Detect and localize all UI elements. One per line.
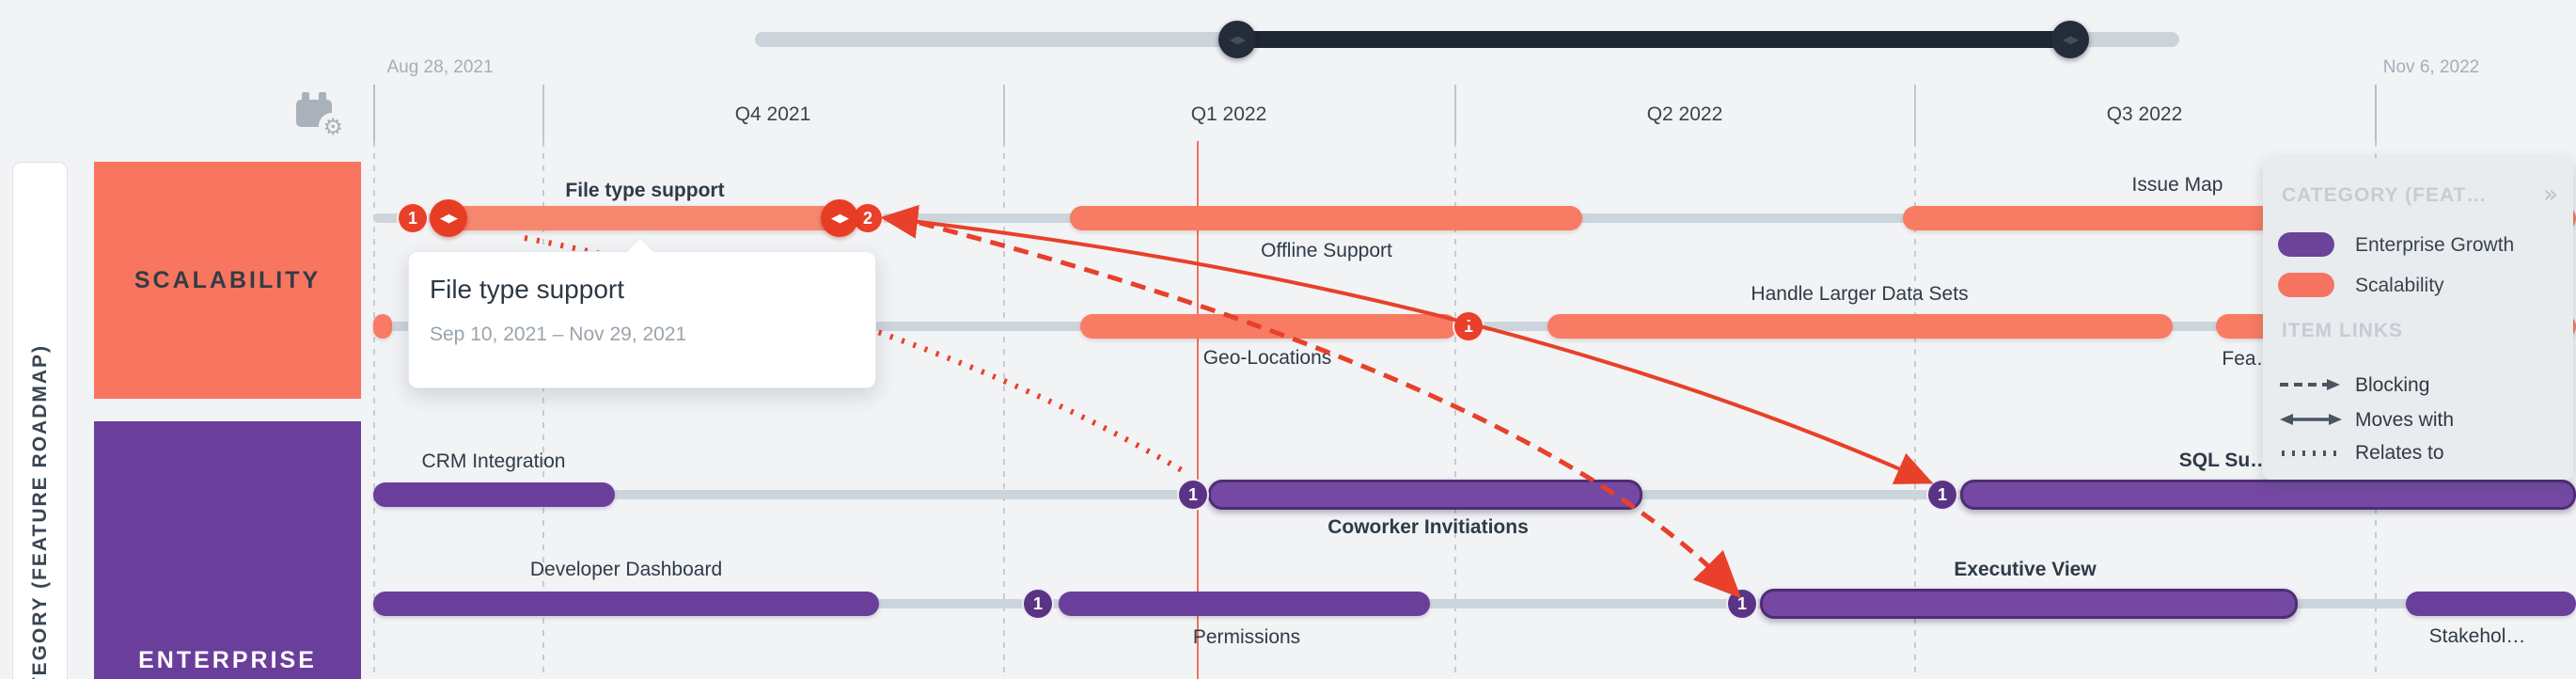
bar-label-crm-integration: CRM Integration [421, 450, 566, 472]
blocking-dashed-arrow-icon [2278, 377, 2344, 397]
bar-resize-handle[interactable]: ◀▶ [821, 199, 858, 237]
link-count-badge[interactable]: 1 [1022, 588, 1054, 620]
tooltip-date-range: Sep 10, 2021 – Nov 29, 2021 [430, 324, 687, 345]
quarter-label: Q3 2022 [2106, 103, 2183, 125]
bar-permissions[interactable] [1059, 592, 1430, 616]
bar-crm-integration[interactable] [373, 482, 615, 507]
link-count-badge[interactable]: 1 [1926, 479, 1958, 511]
visible-range-start-date: Aug 28, 2021 [386, 57, 494, 77]
category-axis-strip: CATEGORY (FEATURE ROADMAP) [12, 162, 68, 679]
legend-label: Enterprise Growth [2355, 234, 2515, 256]
quarter-gridline [1454, 85, 1456, 141]
quarter-label: Q4 2021 [734, 103, 811, 125]
link-count-badge[interactable]: 1 [1453, 310, 1484, 342]
category-block-scalability[interactable]: SCALABILITY [94, 162, 361, 399]
link-count-badge[interactable]: 1 [1726, 588, 1758, 620]
row-rail [373, 599, 2576, 608]
bar-label-file-type-support: File type support [565, 180, 725, 201]
legend-panel: CATEGORY (FEAT… » Enterprise Growth Scal… [2263, 158, 2573, 480]
legend-label: Scalability [2355, 275, 2444, 296]
slider-handle-arrows-icon: ◀▶ [2062, 33, 2079, 46]
gridline-dashed [373, 141, 375, 679]
bar-resize-handle[interactable]: ◀▶ [430, 199, 467, 237]
slider-right-handle[interactable]: ◀▶ [2051, 21, 2089, 58]
calendar-peg [302, 92, 309, 104]
bar-label-offline-support: Offline Support [1261, 240, 1392, 261]
bar-earlier-item-clipped[interactable] [373, 314, 392, 339]
bar-geo-locations[interactable] [1080, 314, 1457, 339]
category-block-label: ENTERPRISE [138, 647, 317, 673]
bar-label-geo-locations: Geo-Locations [1202, 347, 1332, 369]
bar-label-coworker-invitiations: Coworker Invitiations [1327, 516, 1529, 538]
date-gridline [373, 85, 375, 141]
relates-to-dotted-line-icon [2278, 446, 2344, 466]
legend-category-header: CATEGORY (FEAT… [2282, 184, 2488, 206]
quarter-label: Q1 2022 [1190, 103, 1267, 125]
bar-label-sql-su: SQL Su… [2178, 450, 2270, 471]
tooltip-pointer [625, 237, 655, 267]
legend-swatch-enterprise-growth[interactable] [2278, 232, 2334, 257]
calendar-settings-icon[interactable]: ⚙ [296, 90, 345, 140]
bar-label-handle-larger-data-sets: Handle Larger Data Sets [1751, 283, 1969, 305]
bar-stakehol[interactable] [2406, 592, 2576, 616]
legend-link-label: Blocking [2355, 374, 2430, 396]
link-count-badge[interactable]: 1 [1177, 479, 1209, 511]
bar-offline-support[interactable] [1070, 206, 1582, 230]
bar-developer-dashboard[interactable] [373, 592, 879, 616]
bar-executive-view[interactable] [1760, 589, 2298, 619]
visible-range-end-date: Nov 6, 2022 [2382, 57, 2480, 77]
bar-file-type-support[interactable] [448, 206, 840, 230]
timeline-zoom-slider-range[interactable] [1237, 31, 2070, 48]
category-block-enterprise[interactable]: ENTERPRISE [94, 421, 361, 679]
bar-sql-su[interactable] [1960, 480, 2576, 510]
gear-icon: ⚙ [322, 114, 343, 140]
bar-label-issue-map: Issue Map [2131, 174, 2223, 196]
moves-with-double-arrow-icon [2278, 412, 2344, 432]
calendar-peg [319, 92, 326, 104]
legend-swatch-scalability[interactable] [2278, 273, 2334, 297]
link-moves_with [880, 204, 1934, 484]
link-count-badge[interactable]: 1 [397, 202, 429, 234]
slider-left-handle[interactable]: ◀▶ [1218, 21, 1256, 58]
legend-link-label: Relates to [2355, 442, 2444, 464]
collapse-panel-icon[interactable]: » [2543, 181, 2558, 209]
category-block-label: SCALABILITY [134, 266, 322, 293]
bar-handle-larger-data-sets[interactable] [1547, 314, 2173, 339]
link-blocking [919, 220, 1742, 599]
legend-item-links-header: ITEM LINKS [2282, 320, 2403, 341]
gear-background [319, 113, 345, 139]
quarter-label: Q2 2022 [1646, 103, 1723, 125]
bar-label-fea: Fea… [2222, 348, 2276, 370]
bar-label-stakehol: Stakehol… [2428, 625, 2526, 647]
bar-label-developer-dashboard: Developer Dashboard [529, 559, 723, 580]
legend-link-label: Moves with [2355, 409, 2455, 431]
category-axis-label: CATEGORY (FEATURE ROADMAP) [28, 343, 51, 679]
date-gridline [2375, 85, 2377, 141]
bar-coworker-invitiations[interactable] [1208, 480, 1642, 510]
bar-label-executive-view: Executive View [1954, 559, 2097, 580]
quarter-gridline [1914, 85, 1916, 141]
item-tooltip: File type support Sep 10, 2021 – Nov 29,… [408, 237, 876, 388]
bar-label-permissions: Permissions [1192, 626, 1301, 648]
quarter-gridline [542, 85, 544, 141]
quarter-gridline [1003, 85, 1005, 141]
tooltip-title: File type support [430, 275, 624, 304]
slider-handle-arrows-icon: ◀▶ [1229, 33, 1246, 46]
